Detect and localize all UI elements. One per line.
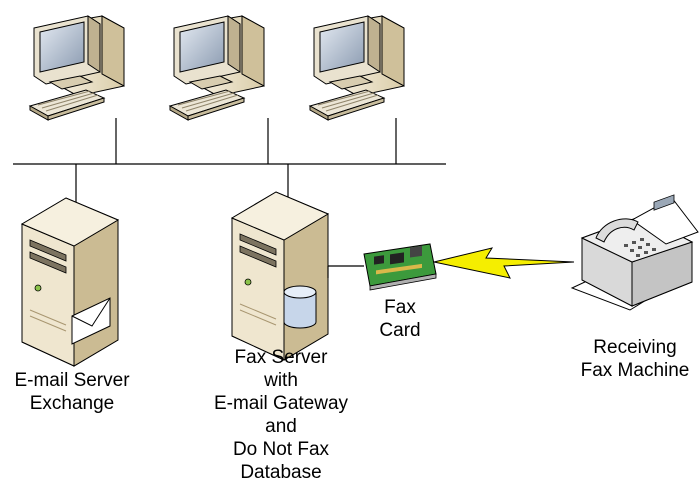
fax-card-icon: [363, 243, 437, 291]
email-server-label-line: Exchange: [29, 393, 115, 414]
fax-server-label-line: Do Not Fax: [232, 439, 330, 460]
fax-server-icon: [231, 191, 329, 361]
fax-server-label-line: and: [265, 416, 297, 437]
fax-machine-label: Receiving Fax Machine: [573, 336, 697, 382]
fax-server-label-line: with: [264, 370, 298, 391]
fax-machine-label-line: Receiving: [593, 337, 677, 358]
email-server-label: E-mail Server Exchange: [0, 369, 144, 415]
desktop-computer-icon: [169, 15, 265, 121]
fax-server-label: Fax Server with E-mail Gateway and Do No…: [198, 346, 364, 484]
fax-card-label-line: Fax: [384, 297, 416, 318]
email-server-label-line: E-mail Server: [14, 370, 130, 391]
lightning-bolt-icon: [433, 247, 575, 279]
fax-machine-label-line: Fax Machine: [580, 360, 690, 381]
email-server-icon: [21, 197, 119, 367]
fax-server-label-line: Database: [240, 462, 322, 483]
fax-card-label: Fax Card: [360, 296, 440, 342]
fax-server-label-line: Fax Server: [234, 347, 328, 368]
desktop-computer-icon: [29, 15, 125, 121]
fax-machine-icon: [570, 194, 699, 311]
fax-server-label-line: E-mail Gateway: [213, 393, 349, 414]
desktop-computer-icon: [309, 15, 405, 121]
fax-card-label-line: Card: [379, 320, 421, 341]
